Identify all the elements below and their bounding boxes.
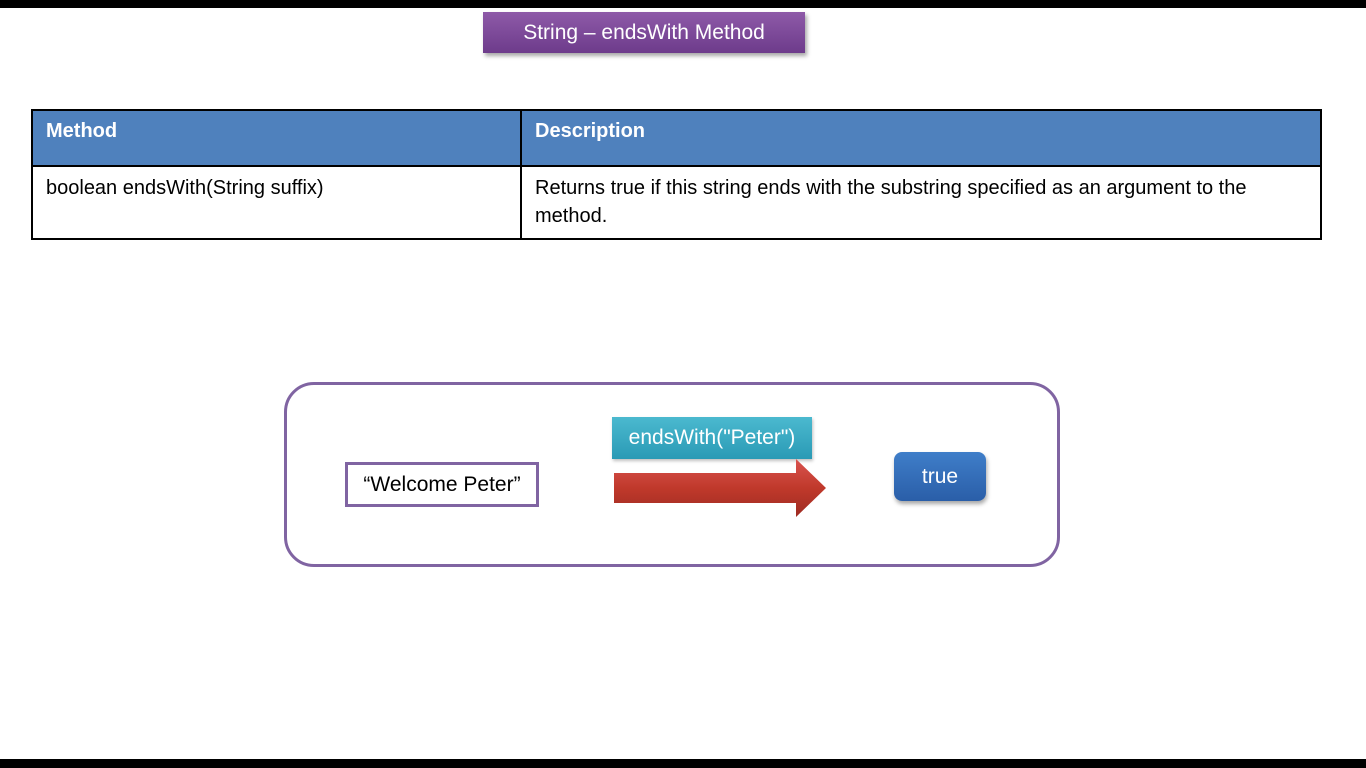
method-table: Method Description boolean endsWith(Stri… bbox=[31, 109, 1322, 240]
table-row: boolean endsWith(String suffix) Returns … bbox=[31, 165, 1322, 240]
slide-title-text: String – endsWith Method bbox=[523, 20, 765, 44]
input-string-box: “Welcome Peter” bbox=[345, 462, 539, 507]
input-string-text: “Welcome Peter” bbox=[363, 472, 521, 496]
top-border bbox=[0, 0, 1366, 8]
cell-method-description: Returns true if this string ends with th… bbox=[520, 165, 1322, 240]
cell-method-signature: boolean endsWith(String suffix) bbox=[31, 165, 522, 240]
header-method: Method bbox=[31, 109, 522, 167]
method-call-label: endsWith("Peter") bbox=[612, 417, 812, 459]
result-text: true bbox=[921, 464, 959, 488]
bottom-border bbox=[0, 759, 1366, 768]
table-header-row: Method Description bbox=[31, 109, 1322, 167]
method-call-text: endsWith("Peter") bbox=[628, 426, 796, 449]
result-badge: true bbox=[894, 452, 986, 501]
right-arrow-icon bbox=[614, 459, 826, 517]
header-description: Description bbox=[520, 109, 1322, 167]
slide-title: String – endsWith Method bbox=[483, 12, 805, 53]
